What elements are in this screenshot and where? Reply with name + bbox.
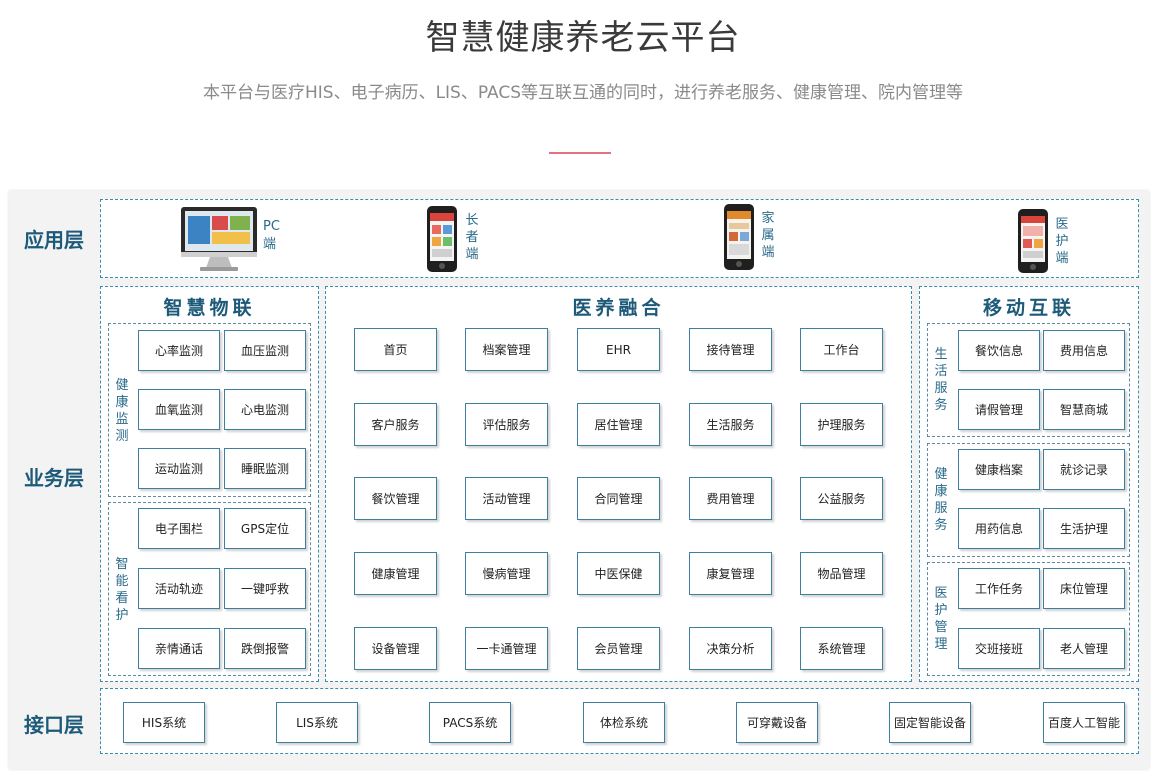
iot-item-exercise[interactable]: 运动监测 [138,448,220,489]
fusion-item[interactable]: 工作台 [800,328,883,371]
fusion-item[interactable]: 首页 [354,328,437,371]
interface-item[interactable]: 百度人工智能 [1043,702,1125,743]
mobile-item-elder-mgmt[interactable]: 老人管理 [1043,628,1125,669]
interface-item[interactable]: LIS系统 [276,702,358,743]
fusion-item[interactable]: 一卡通管理 [465,627,548,670]
fusion-item[interactable]: 慢病管理 [465,552,548,595]
mobile-item-meal-info[interactable]: 餐饮信息 [958,330,1040,371]
fusion-item[interactable]: 物品管理 [800,552,883,595]
fusion-item[interactable]: 护理服务 [800,403,883,446]
mobile-item-fee-info[interactable]: 费用信息 [1043,330,1125,371]
smart-care-group [108,502,311,676]
interface-item[interactable]: 可穿戴设备 [736,702,818,743]
fusion-item[interactable]: 评估服务 [465,403,548,446]
life-service-group [927,323,1130,437]
fusion-item[interactable]: 档案管理 [465,328,548,371]
fusion-item[interactable]: 生活服务 [689,403,772,446]
fusion-item[interactable]: 客户服务 [354,403,437,446]
smart-care-label: 智能看护 [115,557,129,623]
mobile-title: 移动互联 [982,297,1075,319]
page-title: 智慧健康养老云平台 [425,18,741,58]
iot-item-sleep[interactable]: 睡眠监测 [224,448,306,489]
page-subtitle: 本平台与医疗HIS、电子病历、LIS、PACS等互联互通的同时，进行养老服务、健… [202,83,964,103]
iot-item-sos[interactable]: 一键呼救 [224,568,306,609]
fusion-title: 医养融合 [572,297,665,319]
care-management-label: 医护管理 [934,586,948,652]
interface-item[interactable]: HIS系统 [123,702,205,743]
interface-item[interactable]: 固定智能设备 [889,702,971,743]
app-label-pc-line1: PC [263,219,280,234]
health-monitor-label: 健康监测 [115,378,129,444]
health-service-group [927,443,1130,557]
mobile-item-shift[interactable]: 交班接班 [958,628,1040,669]
application-layer-panel [100,199,1139,278]
care-management-group [927,562,1130,676]
phone-icon-medical [1018,209,1048,273]
fusion-item[interactable]: 决策分析 [689,627,772,670]
fusion-item[interactable]: 费用管理 [689,477,772,520]
mobile-item-leave[interactable]: 请假管理 [958,389,1040,430]
health-monitor-group [108,323,311,497]
fusion-item[interactable]: EHR [577,328,660,371]
mobile-item-visit-record[interactable]: 就诊记录 [1043,449,1125,490]
accent-divider [549,152,611,154]
fusion-item[interactable]: 餐饮管理 [354,477,437,520]
iot-item-geofence[interactable]: 电子围栏 [138,508,220,549]
mobile-item-mall[interactable]: 智慧商城 [1043,389,1125,430]
iot-item-fall-alarm[interactable]: 跌倒报警 [224,628,306,669]
layer-label-application: 应用层 [24,228,84,252]
app-label-elder: 长者端 [465,213,479,262]
phone-icon-family [724,204,754,270]
iot-item-family-call[interactable]: 亲情通话 [138,628,220,669]
fusion-item[interactable]: 设备管理 [354,627,437,670]
iot-item-gps[interactable]: GPS定位 [224,508,306,549]
fusion-item[interactable]: 系统管理 [800,627,883,670]
fusion-item[interactable]: 活动管理 [465,477,548,520]
app-label-medical: 医护端 [1055,217,1069,266]
layer-label-interface: 接口层 [24,713,84,737]
health-service-label: 健康服务 [934,467,948,533]
monitor-icon [181,207,257,271]
iot-item-blood-pressure[interactable]: 血压监测 [224,330,306,371]
fusion-item[interactable]: 康复管理 [689,552,772,595]
iot-item-heart-rate[interactable]: 心率监测 [138,330,220,371]
mobile-item-health-record[interactable]: 健康档案 [958,449,1040,490]
fusion-item[interactable]: 公益服务 [800,477,883,520]
fusion-item[interactable]: 接待管理 [689,328,772,371]
interface-item[interactable]: 体检系统 [583,702,665,743]
app-label-family: 家属端 [761,211,775,260]
fusion-item[interactable]: 合同管理 [577,477,660,520]
fusion-item[interactable]: 会员管理 [577,627,660,670]
fusion-item[interactable]: 健康管理 [354,552,437,595]
fusion-item[interactable]: 居住管理 [577,403,660,446]
iot-item-ecg[interactable]: 心电监测 [224,389,306,430]
layer-label-business: 业务层 [24,466,84,490]
life-service-label: 生活服务 [934,347,948,413]
mobile-item-bed[interactable]: 床位管理 [1043,568,1125,609]
mobile-item-task[interactable]: 工作任务 [958,568,1040,609]
mobile-item-medication[interactable]: 用药信息 [958,508,1040,549]
mobile-item-life-care[interactable]: 生活护理 [1043,508,1125,549]
iot-item-track[interactable]: 活动轨迹 [138,568,220,609]
iot-item-blood-oxygen[interactable]: 血氧监测 [138,389,220,430]
phone-icon-elder [427,206,457,272]
iot-title: 智慧物联 [163,297,256,319]
fusion-item[interactable]: 中医保健 [577,552,660,595]
interface-item[interactable]: PACS系统 [429,702,511,743]
app-label-pc-line2: 端 [263,237,277,252]
